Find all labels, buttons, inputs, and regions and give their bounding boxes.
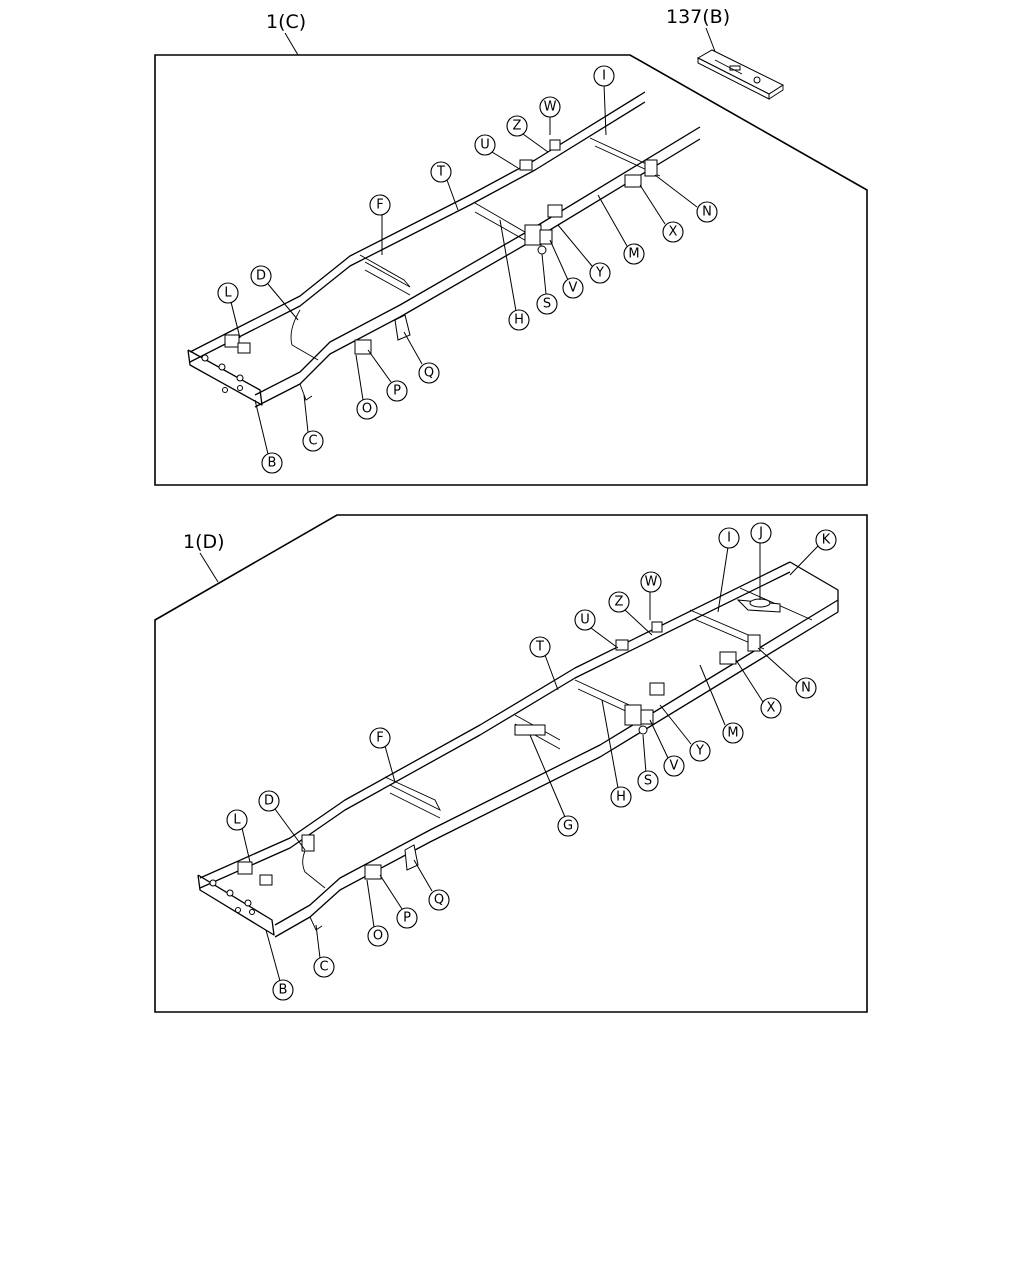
callout-d-W: W bbox=[640, 571, 662, 593]
svg-text:N: N bbox=[702, 205, 712, 220]
callout-d-X: X bbox=[760, 697, 782, 719]
svg-text:O: O bbox=[373, 929, 383, 944]
callout-c-Y: Y bbox=[589, 262, 611, 284]
panel-c-border bbox=[154, 54, 868, 486]
svg-text:X: X bbox=[767, 701, 776, 716]
callout-d-L: L bbox=[226, 809, 248, 831]
frame-drawing-c bbox=[187, 91, 701, 408]
svg-text:G: G bbox=[563, 819, 573, 834]
callout-c-Z: Z bbox=[506, 115, 528, 137]
svg-text:S: S bbox=[644, 774, 652, 789]
panel-assembly-d: 1(D) bbox=[154, 514, 868, 1013]
callout-c-P: P bbox=[386, 380, 408, 402]
svg-text:F: F bbox=[376, 198, 383, 213]
callout-c-L: L bbox=[217, 282, 239, 304]
svg-text:Z: Z bbox=[615, 595, 624, 610]
callout-d-S: S bbox=[637, 770, 659, 792]
callout-d-Z: Z bbox=[608, 591, 630, 613]
callout-d-Y: Y bbox=[689, 740, 711, 762]
callout-d-C: C bbox=[313, 956, 335, 978]
callout-d-F: F bbox=[369, 727, 391, 749]
svg-text:C: C bbox=[308, 434, 317, 449]
svg-text:W: W bbox=[544, 100, 557, 115]
svg-text:O: O bbox=[362, 402, 372, 417]
leaders-d bbox=[241, 542, 819, 982]
svg-text:H: H bbox=[616, 790, 626, 805]
part-137b-plate: 137(B) bbox=[666, 6, 785, 100]
callout-c-O: O bbox=[356, 398, 378, 420]
svg-text:T: T bbox=[535, 640, 544, 655]
callout-c-X: X bbox=[662, 221, 684, 243]
callout-c-N: N bbox=[696, 201, 718, 223]
callout-c-T: T bbox=[430, 161, 452, 183]
callout-d-G: G bbox=[557, 815, 579, 837]
svg-text:T: T bbox=[436, 165, 445, 180]
assembly-c-label: 1(C) bbox=[266, 11, 306, 33]
svg-text:X: X bbox=[669, 225, 678, 240]
callout-d-K: K bbox=[815, 529, 837, 551]
callout-d-V: V bbox=[663, 755, 685, 777]
svg-text:L: L bbox=[224, 286, 232, 301]
svg-text:U: U bbox=[480, 138, 490, 153]
callout-d-O: O bbox=[367, 925, 389, 947]
svg-text:F: F bbox=[376, 731, 383, 746]
svg-text:I: I bbox=[727, 531, 731, 546]
callout-c-D: D bbox=[250, 265, 272, 287]
callout-c-V: V bbox=[562, 277, 584, 299]
frame-drawing-d bbox=[197, 561, 839, 938]
callout-c-H: H bbox=[508, 309, 530, 331]
svg-text:Z: Z bbox=[513, 119, 522, 134]
svg-text:Q: Q bbox=[424, 366, 434, 381]
callout-d-P: P bbox=[396, 907, 418, 929]
callout-d-D: D bbox=[258, 790, 280, 812]
panel-assembly-c: 1(C) bbox=[154, 11, 868, 486]
svg-text:B: B bbox=[268, 456, 277, 471]
svg-text:W: W bbox=[645, 575, 658, 590]
callout-d-J: J bbox=[750, 522, 772, 544]
callout-c-I: I bbox=[593, 65, 615, 87]
svg-text:D: D bbox=[264, 794, 274, 809]
svg-text:P: P bbox=[403, 911, 411, 926]
panel-d-border bbox=[154, 514, 868, 1013]
callout-c-W: W bbox=[539, 96, 561, 118]
callout-d-N: N bbox=[795, 677, 817, 699]
svg-text:D: D bbox=[256, 269, 266, 284]
svg-text:H: H bbox=[514, 313, 524, 328]
leaders-c bbox=[230, 83, 698, 455]
callout-d-T: T bbox=[529, 636, 551, 658]
callout-c-S: S bbox=[536, 293, 558, 315]
svg-text:J: J bbox=[758, 526, 763, 541]
svg-text:N: N bbox=[801, 681, 811, 696]
callout-c-M: M bbox=[623, 243, 645, 265]
svg-text:L: L bbox=[233, 813, 241, 828]
callout-c-U: U bbox=[474, 134, 496, 156]
svg-text:U: U bbox=[580, 613, 590, 628]
svg-text:Y: Y bbox=[595, 266, 604, 281]
callout-d-H: H bbox=[610, 786, 632, 808]
svg-text:V: V bbox=[670, 759, 679, 774]
svg-text:Y: Y bbox=[695, 744, 704, 759]
part-137b-label: 137(B) bbox=[666, 6, 730, 28]
svg-text:Q: Q bbox=[434, 893, 444, 908]
svg-text:S: S bbox=[543, 297, 551, 312]
svg-text:C: C bbox=[319, 960, 328, 975]
callout-c-C: C bbox=[302, 430, 324, 452]
assembly-d-label: 1(D) bbox=[183, 531, 225, 553]
svg-text:I: I bbox=[602, 69, 606, 84]
callout-d-B: B bbox=[272, 979, 294, 1001]
svg-text:M: M bbox=[628, 247, 639, 262]
svg-text:M: M bbox=[727, 726, 738, 741]
callout-d-I: I bbox=[718, 527, 740, 549]
callout-c-B: B bbox=[261, 452, 283, 474]
svg-text:V: V bbox=[569, 281, 578, 296]
svg-text:B: B bbox=[279, 983, 288, 998]
callout-d-M: M bbox=[722, 722, 744, 744]
svg-text:K: K bbox=[822, 533, 831, 548]
callout-d-Q: Q bbox=[428, 889, 450, 911]
callout-c-Q: Q bbox=[418, 362, 440, 384]
callout-c-F: F bbox=[369, 194, 391, 216]
callout-d-U: U bbox=[574, 609, 596, 631]
svg-text:P: P bbox=[393, 384, 401, 399]
